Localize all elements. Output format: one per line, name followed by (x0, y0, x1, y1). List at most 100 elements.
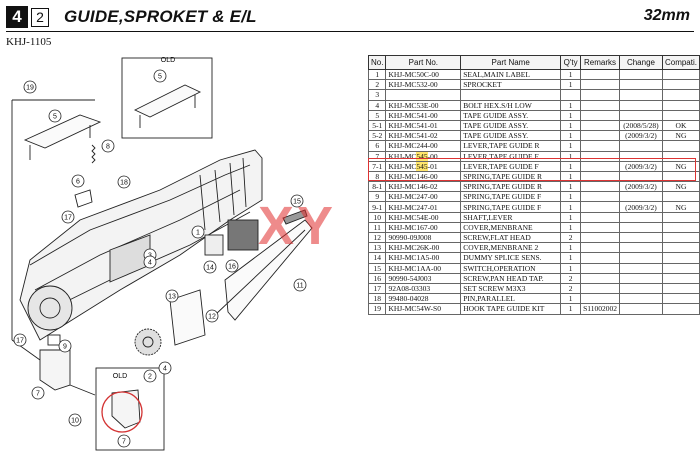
table-cell (580, 293, 620, 305)
callout-bubble (191, 225, 205, 239)
table-cell: 1 (560, 191, 582, 203)
callout-bubble (290, 194, 304, 208)
table-cell: 1 (560, 293, 582, 305)
table-cell (618, 109, 663, 121)
table-cell: 1 (560, 252, 582, 264)
highlighted-text: 545 (416, 161, 428, 171)
table-cell: SPRING,TAPE GUIDE F (460, 201, 562, 213)
table-cell: NG (661, 130, 700, 142)
table-cell (661, 282, 700, 295)
callout-label: 13 (168, 294, 176, 301)
table-header-row: No. Part No. Part Name Q'ty Remarks Chan… (367, 55, 700, 70)
table-cell: 1 (560, 109, 582, 121)
table-cell: KHJ-MC541-01 (385, 119, 462, 132)
table-cell: KHJ-MC53E-00 (385, 99, 462, 111)
table-cell: 6 (367, 140, 387, 152)
table-cell: 2 (560, 282, 582, 295)
table-cell: KHJ-MC247-00 (385, 191, 462, 203)
callout-label: 15 (293, 199, 301, 206)
table-cell: S11002002 (580, 303, 620, 315)
callout-label: 7 (36, 391, 40, 398)
table-cell (661, 272, 700, 284)
table-cell: NG (661, 181, 700, 193)
callout-bubble (153, 69, 167, 83)
table-cell: KHJ-MC1AA-00 (385, 262, 462, 274)
table-cell (618, 252, 663, 264)
table-cell: 1 (560, 201, 582, 213)
table-cell: SCREW,PAN HEAD TAP. (460, 272, 562, 284)
callout-bubble (293, 278, 307, 292)
table-cell: 92A08-03303 (385, 282, 462, 295)
table-cell (618, 191, 663, 203)
table-cell: 15 (367, 262, 387, 274)
table-cell (580, 242, 620, 254)
table-cell (580, 109, 620, 121)
table-cell (661, 79, 700, 91)
feeder-size: 32mm (643, 7, 690, 24)
table-cell (618, 211, 663, 223)
callout-bubble (143, 255, 157, 269)
callout-bubble (31, 386, 45, 400)
highlight-box (368, 158, 696, 181)
callout-label: 10 (71, 418, 79, 425)
table-cell: 1 (560, 140, 582, 152)
table-cell (580, 99, 620, 111)
page-header: 4 2 GUIDE,SPROKET & E/L 32mm (6, 6, 694, 32)
table-cell: KHJ-MC541-02 (385, 130, 462, 142)
table-cell (661, 231, 700, 244)
table-cell: 2 (560, 231, 582, 244)
table-cell (661, 252, 700, 264)
table-cell: 13 (367, 242, 387, 254)
table-cell: 8-1 (367, 181, 387, 193)
col-qty: Q'ty (560, 55, 582, 70)
table-cell: 90990-09J008 (385, 231, 462, 244)
callout-bubble (101, 139, 115, 153)
table-cell: 16 (367, 272, 387, 284)
table-cell: 12 (367, 231, 387, 244)
table-cell (580, 211, 620, 223)
callout-label: 6 (76, 179, 80, 186)
callout-bubble (68, 413, 82, 427)
table-cell: 1 (560, 79, 582, 91)
old-label-top: OLD (161, 57, 175, 64)
table-cell: KHJ-MC50C-00 (385, 68, 462, 81)
table-cell: TAPE GUIDE ASSY. (460, 109, 562, 121)
table-cell: SPRING,TAPE GUIDE R (460, 181, 562, 193)
table-cell: KHJ-MC1A5-00 (385, 252, 462, 264)
table-cell: KHJ-MC244-00 (385, 140, 462, 152)
callout-label: 4 (163, 366, 167, 373)
table-cell: KHJ-MC247-01 (385, 201, 462, 213)
table-cell (618, 99, 663, 111)
callout-bubble (13, 333, 27, 347)
table-cell: 99480-04028 (385, 293, 462, 305)
table-cell: SHAFT,LEVER (460, 211, 562, 223)
table-cell: OK (661, 119, 700, 132)
callout-label: 4 (148, 260, 152, 267)
table-cell: 1 (560, 221, 582, 234)
table-cell: 5-2 (367, 130, 387, 142)
table-cell (580, 231, 620, 244)
table-cell: KHJ-MC532-00 (385, 79, 462, 91)
table-cell (661, 262, 700, 274)
table-cell (580, 68, 620, 81)
table-cell (385, 89, 462, 101)
table-cell: (2008/5/28) (618, 119, 663, 132)
table-cell (661, 109, 700, 121)
table-cell: 1 (560, 68, 582, 81)
table-cell (618, 282, 663, 295)
table-cell (580, 252, 620, 264)
table-cell: HOOK TAPE GUIDE KIT (460, 303, 562, 315)
callout-bubble (117, 175, 131, 189)
table-row: 3 (367, 89, 700, 101)
table-cell (618, 242, 663, 254)
table-cell: 1 (560, 99, 582, 111)
table-cell (580, 262, 620, 274)
table-cell: 9 (367, 191, 387, 203)
callout-label: 5 (158, 74, 162, 81)
